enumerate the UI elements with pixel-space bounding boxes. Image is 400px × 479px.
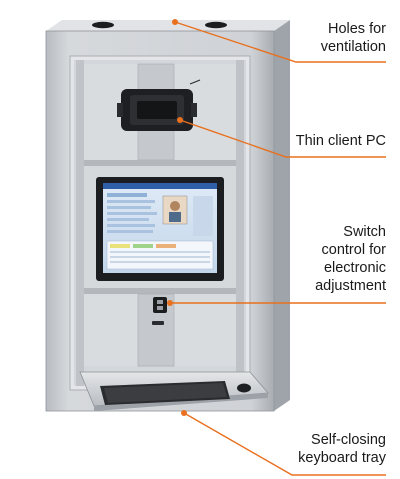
leader-line-ventilation	[174, 21, 386, 63]
ventilation-holes	[92, 21, 227, 29]
callout-thin-client: Thin client PC	[295, 133, 386, 149]
switch-control	[152, 297, 167, 325]
monitor	[96, 177, 224, 281]
callout-switch: Switch control for electronic adjustment	[315, 224, 386, 294]
mouse	[237, 383, 251, 393]
callout-ventilation: Holes for ventilation	[320, 21, 386, 55]
thin-client-pc	[117, 79, 201, 131]
callout-keyboard-tray: Self-closing keyboard tray	[298, 432, 386, 466]
leader-line-thin-client	[179, 119, 386, 158]
leader-line-keyboard-tray	[183, 412, 386, 476]
keyboard	[100, 381, 230, 405]
leader-lines	[167, 19, 386, 476]
